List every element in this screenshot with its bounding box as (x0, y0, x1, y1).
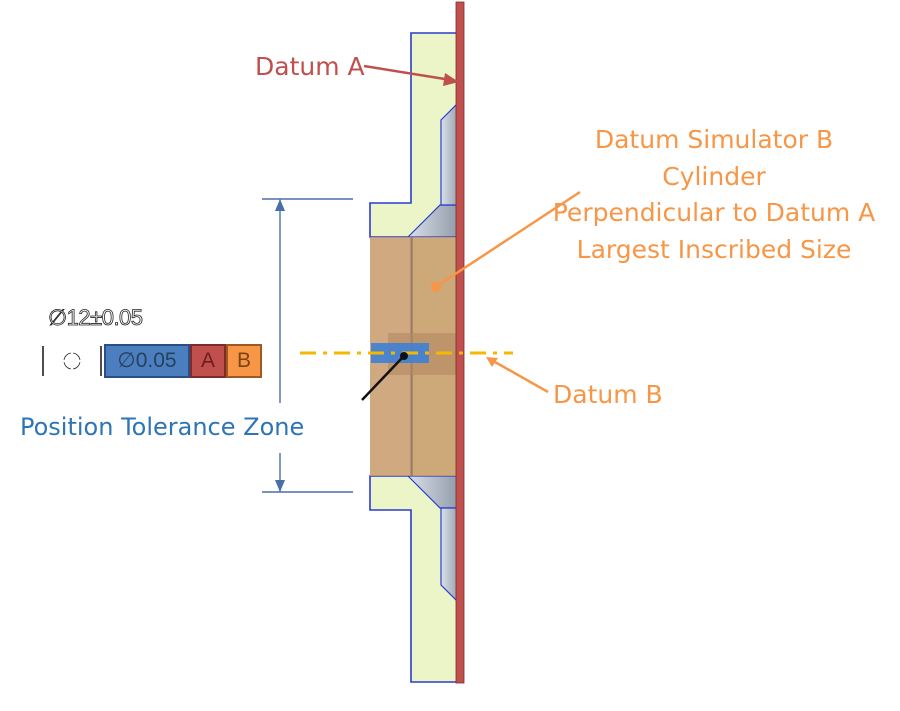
datum-simulator-b-label: Datum Simulator B Cylinder Perpendicular… (540, 122, 888, 268)
datum-a-arrowhead (443, 73, 459, 86)
diameter-dimension-text: ∅12±0.05 (48, 305, 144, 331)
zone-leader (361, 357, 403, 401)
simulator-leader (439, 190, 581, 286)
dim-arrow-top (275, 199, 285, 211)
simulator-line-4: Largest Inscribed Size (576, 234, 852, 264)
datum-b-leader (494, 360, 549, 394)
position-tolerance-zone-label: Position Tolerance Zone (20, 413, 305, 441)
simulator-leader-dot (431, 282, 441, 292)
fcf-primary-datum-cell: A (190, 344, 226, 378)
datum-b-arrowhead (486, 357, 498, 367)
datum-a-label: Datum A (255, 52, 365, 81)
simulator-line-2: Cylinder (662, 161, 766, 191)
dim-arrow-bottom (275, 480, 285, 492)
simulator-line-3: Perpendicular to Datum A (552, 198, 876, 227)
fcf-tolerance-cell: ∅0.05 (104, 344, 190, 378)
position-icon (42, 346, 102, 376)
position-tolerance-zone-callout: Position Tolerance Zone (10, 403, 338, 453)
simulator-line-1: Datum Simulator B (594, 125, 834, 154)
zone-leader-dot (400, 352, 408, 360)
fcf-secondary-datum-cell: B (226, 344, 262, 378)
datum-a-leader (363, 64, 452, 82)
datum-a-plane (455, 1, 465, 684)
position-tolerance-zone (371, 343, 429, 363)
datum-b-label: Datum B (553, 380, 663, 409)
